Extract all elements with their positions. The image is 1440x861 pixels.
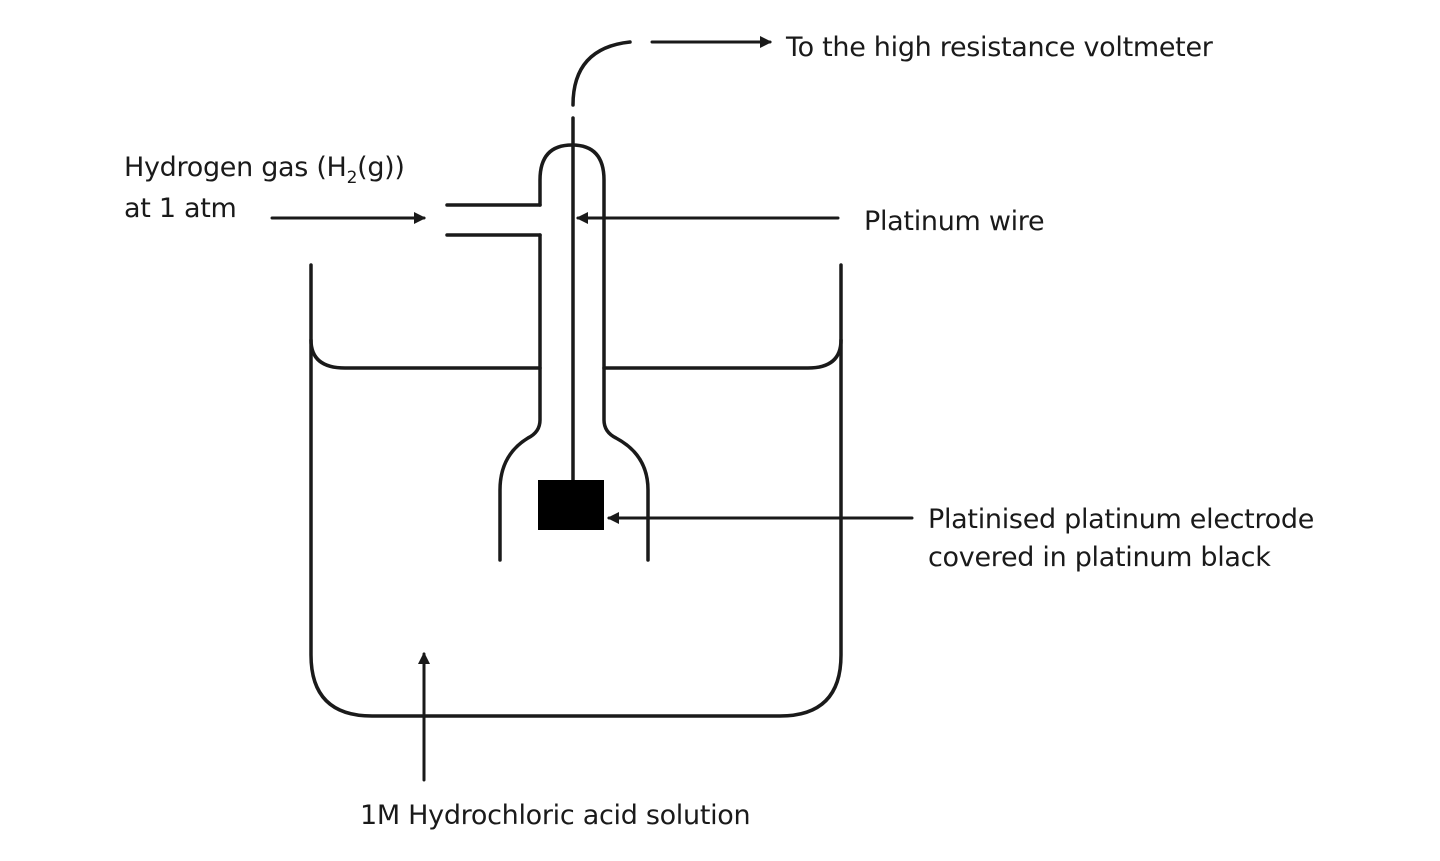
glass-tube [498,233,542,562]
label-acid-solution: 1M Hydrochloric acid solution [360,800,750,831]
label-pressure: at 1 atm [124,193,237,224]
liquid-surface-left [309,338,542,370]
label-electrode-line1: Platinised platinum electrode [928,504,1314,535]
beaker [309,263,843,718]
glass-tube-top [538,143,650,562]
label-platinum-wire: Platinum wire [864,206,1044,237]
label-hydrogen-gas: Hydrogen gas (H2(g)) [124,152,405,188]
wire-to-voltmeter [571,40,632,107]
label-voltmeter: To the high resistance voltmeter [785,32,1214,63]
platinum-electrode [538,480,604,530]
label-electrode-line2: covered in platinum black [928,542,1271,573]
liquid-surface-right [602,338,843,370]
